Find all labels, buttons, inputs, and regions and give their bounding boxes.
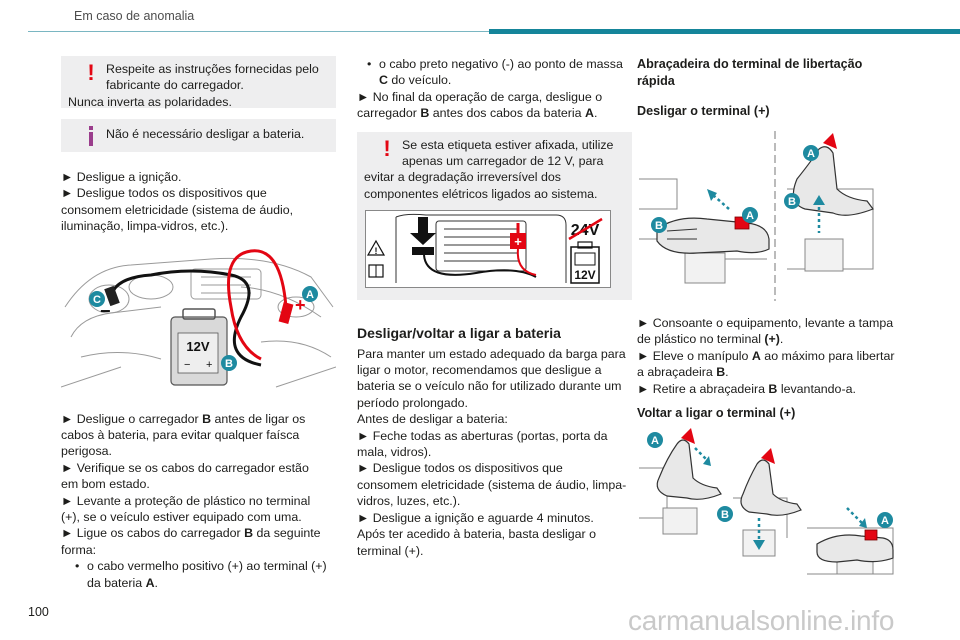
warning-text-line: Respeite as instruções fornecidas pelo — [106, 62, 319, 76]
step-line: a abraçadeira B. — [637, 365, 729, 380]
section-title: Em caso de anomalia — [74, 9, 195, 23]
header-accent-bar — [489, 29, 960, 34]
warning-box-charger: ! Respeite as instruções fornecidas pelo… — [61, 56, 336, 109]
label-b: B — [721, 509, 729, 521]
page-number: 100 — [28, 605, 49, 619]
body-line: ► Desligue a ignição e aguarde 4 minutos… — [357, 510, 594, 525]
warning-text-line: Nunca inverta as polaridades. — [68, 94, 232, 109]
warning-text-line: apenas um carregador de 12 V, para — [402, 154, 604, 169]
body-line: terminal (+). — [357, 543, 424, 558]
steps-list: ► Desligue a ignição. ► Desligue todos o… — [61, 169, 336, 235]
subheading-disconnect-terminal: Desligar o terminal (+) — [637, 104, 770, 118]
column-left: ! Respeite as instruções fornecidas pelo… — [61, 56, 336, 591]
body-line: Antes de desligar a bateria: — [357, 412, 508, 427]
exclamation-icon: ! — [87, 60, 95, 85]
svg-text:!: ! — [375, 246, 378, 256]
info-box-battery: Não é necessário desligar a bateria. — [61, 119, 336, 152]
sub-bullet: •o cabo vermelho positivo (+) ao termina… — [75, 559, 327, 574]
terminal-plus-sign: + — [295, 295, 306, 315]
body-line: Para manter um estado adequado da barga … — [357, 346, 626, 361]
step-line: forma: — [61, 542, 97, 557]
step-line: ► Verifique se os cabos do carregador es… — [61, 460, 309, 475]
minus-sign: − — [184, 359, 190, 371]
label-a: A — [746, 210, 754, 222]
warning-text-line: componentes elétricos ligados ao sistema… — [364, 186, 598, 201]
step-line: de plástico no terminal (+). — [637, 332, 784, 347]
terminal-disconnect-figure: A B A B — [637, 129, 877, 304]
label-a: A — [807, 148, 815, 160]
charger-connection-figure: 12V − + − + C A B — [61, 246, 336, 395]
label-c: C — [93, 294, 101, 306]
sub-bullet-cont: da bateria A. — [87, 575, 158, 590]
body-line: mala, vidros). — [357, 445, 432, 460]
step-line: ► Retire a abraçadeira B levantando-a. — [637, 381, 856, 396]
ground-minus-sign: − — [100, 301, 111, 321]
watermark: carmanualsonline.info — [628, 605, 895, 636]
label-b: B — [655, 220, 663, 232]
step-line: iluminação, limpa-vidros, etc.). — [61, 219, 229, 234]
step-line: (+), se o veículo estiver equipado com u… — [61, 510, 302, 525]
step-line: perigosa. — [61, 444, 112, 459]
section-heading-disconnect: Desligar/voltar a ligar a bateria — [357, 324, 561, 341]
step-line: ► Consoante o equipamento, levante a tam… — [637, 316, 894, 330]
subheading-reconnect-terminal: Voltar a ligar o terminal (+) — [637, 406, 796, 421]
column-middle: •o cabo preto negativo (-) ao ponto de m… — [357, 56, 632, 559]
body-line: ► Desligue todos os dispositivos que — [357, 461, 563, 476]
body-line: vidros, luzes, etc.). — [357, 494, 461, 509]
voltage-label-sticker: + ! 24V 12V — [365, 210, 611, 289]
step-line: ► Desligue o carregador B antes de ligar… — [61, 411, 306, 426]
step-line: cabos à bateria, para evitar qualquer fa… — [61, 428, 300, 443]
sub-bullet: •o cabo preto negativo (-) ao ponto de m… — [367, 57, 623, 71]
label-a: A — [651, 435, 659, 447]
body-line: Após ter acedido à bateria, basta deslig… — [357, 527, 597, 542]
label-b: B — [225, 358, 233, 370]
warning-text-line: Se esta etiqueta estiver afixada, utiliz… — [402, 137, 614, 152]
step-line: ► Levante a proteção de plástico no term… — [61, 493, 311, 508]
body-line: ligar o motor, recomendamos que desligue… — [357, 363, 602, 378]
step-line: carregador B antes dos cabos da bateria … — [357, 106, 598, 121]
label-a: A — [881, 515, 889, 527]
info-icon — [87, 126, 95, 148]
sub-bullet-cont: C do veículo. — [379, 73, 452, 88]
disconnect-steps: ► Consoante o equipamento, levante a tam… — [637, 315, 915, 397]
info-text: Não é necessário desligar a bateria. — [106, 127, 305, 141]
svg-text:+: + — [514, 234, 522, 249]
warning-box-label: ! Se esta etiqueta estiver afixada, util… — [357, 131, 632, 300]
steps-list-charging: ► Desligue o carregador B antes de ligar… — [61, 411, 336, 591]
body-line: consomem eletricidade (sistema de áudio,… — [357, 477, 627, 492]
step-line: em bom estado. — [61, 477, 150, 492]
plus-sign: + — [206, 359, 212, 371]
warning-text-line: fabricante do carregador. — [106, 78, 244, 93]
body-line: bateria se o veículo não for utilizado d… — [357, 379, 622, 394]
step-line: ► Eleve o manípulo A ao máximo para libe… — [637, 348, 895, 363]
step-line: consomem eletricidade (sistema de áudio, — [61, 202, 294, 217]
step-line: ► Desligue a ignição. — [61, 170, 182, 184]
body-line: ► Feche todas as aberturas (portas, port… — [357, 428, 608, 443]
exclamation-icon: ! — [383, 135, 391, 161]
header-rule — [28, 31, 489, 32]
terminal-reconnect-figure: A B A — [637, 428, 897, 579]
body-line: período prolongado. — [357, 395, 468, 410]
label-b: B — [788, 196, 796, 208]
label-a: A — [306, 289, 314, 301]
step-line: ► Ligue os cabos do carregador B da segu… — [61, 526, 321, 541]
battery-voltage-label: 12V — [186, 339, 209, 354]
step-line: ► Desligue todos os dispositivos que — [61, 186, 267, 201]
warning-text-line: evitar a degradação irreversível dos — [364, 170, 561, 185]
step-line: ► No final da operação de carga, desligu… — [357, 89, 603, 104]
label-12v: 12V — [574, 268, 595, 282]
disconnect-body: Para manter um estado adequado da barga … — [357, 346, 632, 559]
